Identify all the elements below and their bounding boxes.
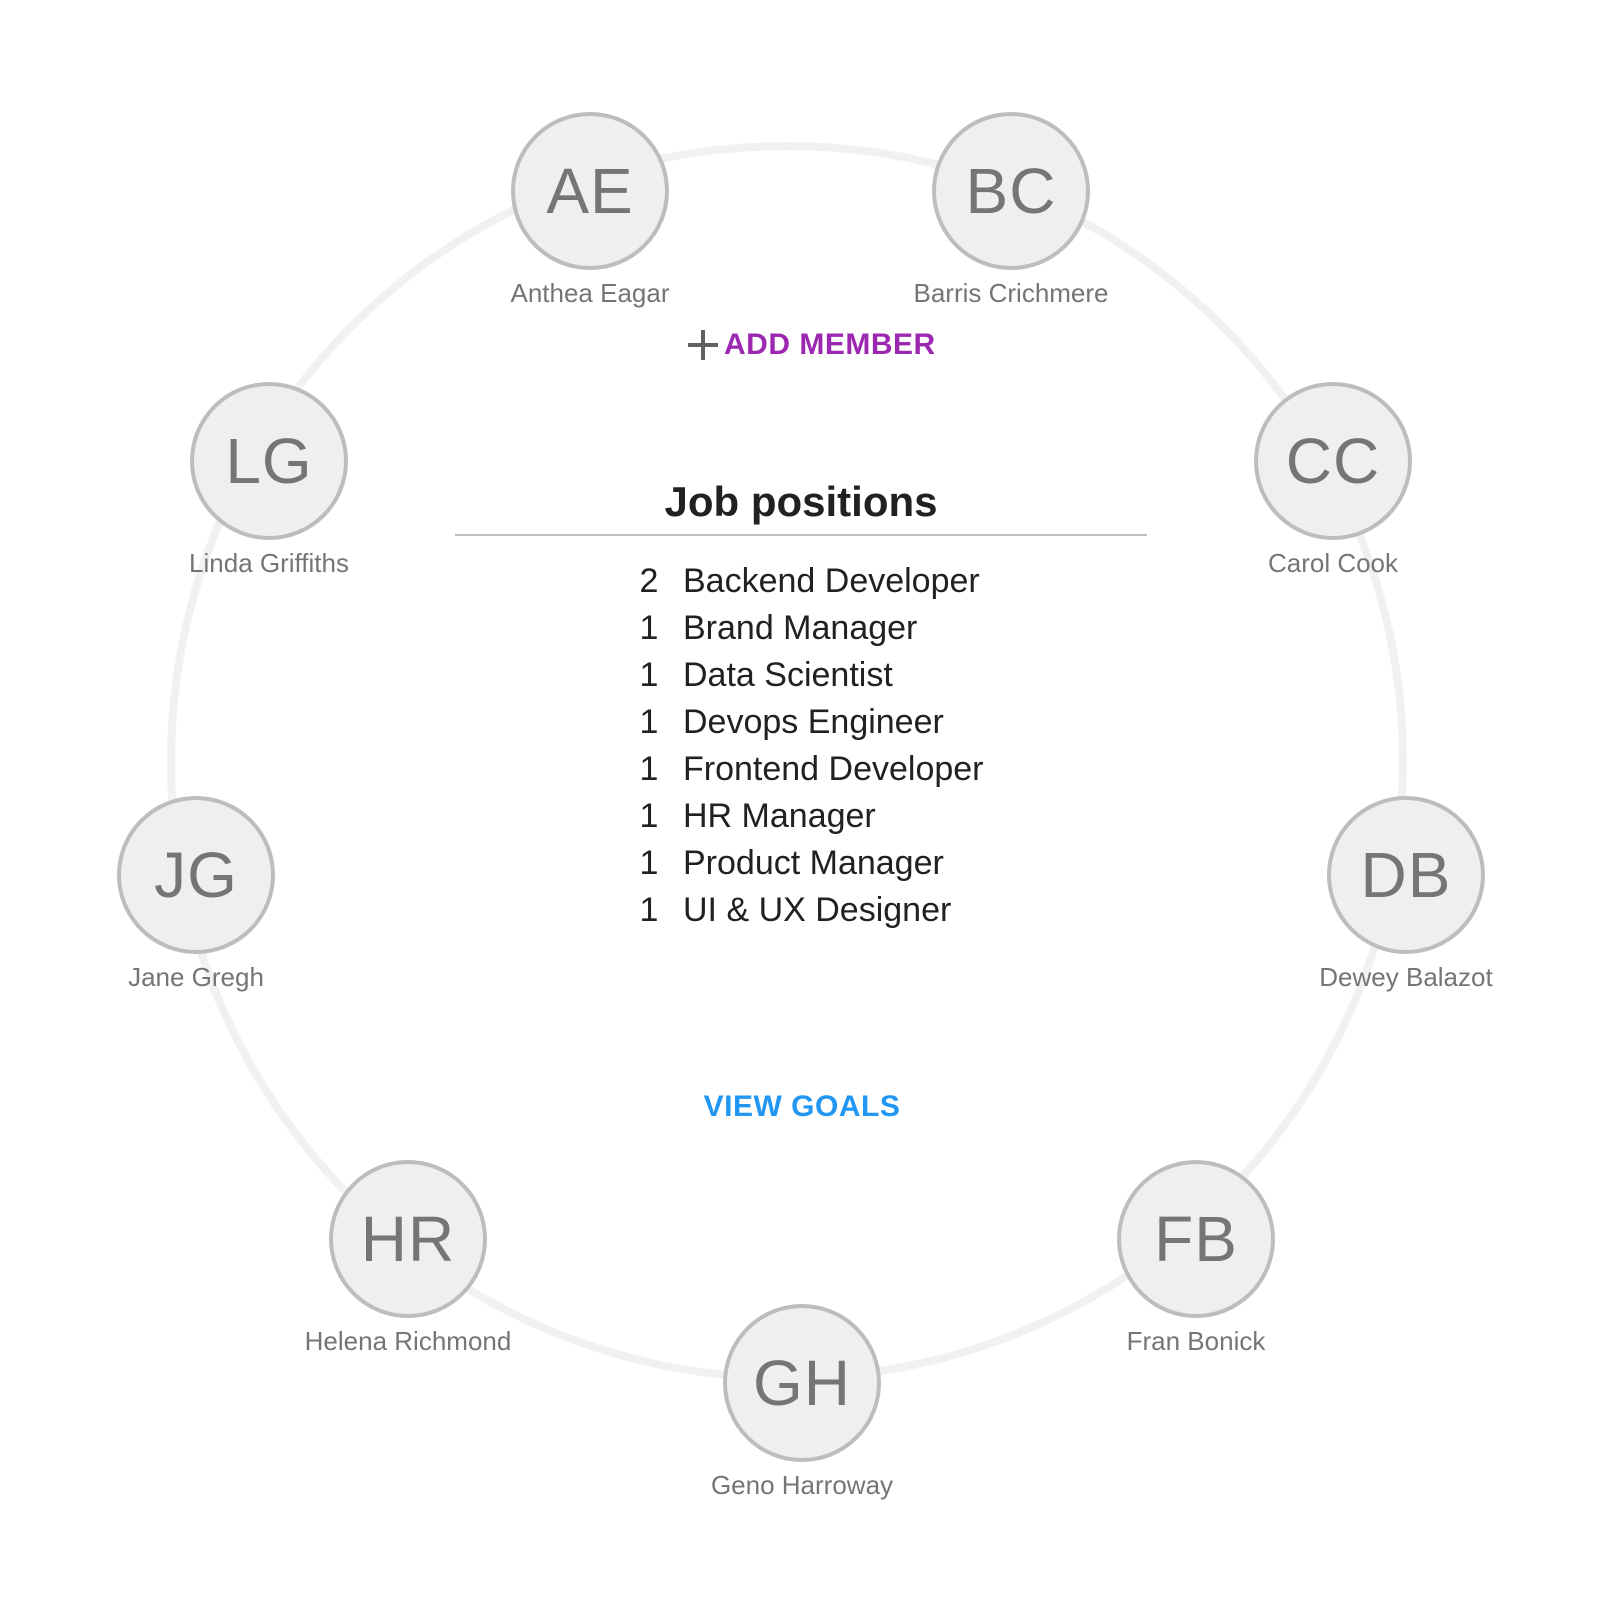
avatar: FB <box>1117 1160 1275 1318</box>
job-count: 1 <box>639 703 659 741</box>
list-item: 1 Frontend Developer <box>615 746 1075 793</box>
avatar: AE <box>511 112 669 270</box>
avatar: DB <box>1327 796 1485 954</box>
list-item: 1 UI & UX Designer <box>615 887 1075 934</box>
member-name: Jane Gregh <box>128 962 264 992</box>
member-name: Dewey Balazot <box>1319 962 1493 992</box>
job-count: 1 <box>639 656 659 694</box>
member-name: Carol Cook <box>1267 548 1399 578</box>
job-title: Devops Engineer <box>683 703 944 741</box>
member-linda-griffiths[interactable]: LG Linda Griffiths <box>139 382 399 602</box>
list-item: 1 Product Manager <box>615 840 1075 887</box>
list-item: 1 Devops Engineer <box>615 699 1075 746</box>
job-title: Brand Manager <box>683 609 918 647</box>
member-jane-gregh[interactable]: JG Jane Gregh <box>66 796 326 1016</box>
avatar: LG <box>190 382 348 540</box>
job-title: Product Manager <box>683 844 944 882</box>
view-goals-button[interactable]: VIEW GOALS <box>703 1090 901 1123</box>
job-count: 1 <box>639 844 659 882</box>
member-barris-crichmere[interactable]: BC Barris Crichmere <box>881 112 1141 332</box>
divider <box>455 534 1147 536</box>
job-title: Frontend Developer <box>683 750 984 788</box>
plus-icon <box>688 330 718 360</box>
job-title: HR Manager <box>683 797 876 835</box>
avatar: HR <box>329 1160 487 1318</box>
list-item: 1 Brand Manager <box>615 605 1075 652</box>
job-title: Backend Developer <box>683 562 980 600</box>
member-name: Anthea Eagar <box>510 278 670 308</box>
job-title: Data Scientist <box>683 656 893 694</box>
list-item: 1 Data Scientist <box>615 652 1075 699</box>
add-member-label: ADD MEMBER <box>724 328 936 361</box>
member-geno-harroway[interactable]: GH Geno Harroway <box>672 1304 932 1524</box>
add-member-button[interactable]: ADD MEMBER <box>688 328 936 362</box>
job-positions-title: Job positions <box>664 478 938 525</box>
list-item: 1 HR Manager <box>615 793 1075 840</box>
list-item: 2 Backend Developer <box>615 558 1075 605</box>
avatar: BC <box>932 112 1090 270</box>
job-title: UI & UX Designer <box>683 891 952 929</box>
member-fran-bonick[interactable]: FB Fran Bonick <box>1066 1160 1326 1380</box>
member-name: Linda Griffiths <box>189 548 349 578</box>
job-count: 1 <box>639 609 659 647</box>
member-name: Helena Richmond <box>304 1326 512 1356</box>
job-count: 2 <box>639 562 659 600</box>
avatar: JG <box>117 796 275 954</box>
job-count: 1 <box>639 750 659 788</box>
member-name: Fran Bonick <box>1126 1326 1266 1356</box>
member-anthea-eagar[interactable]: AE Anthea Eagar <box>460 112 720 332</box>
avatar: GH <box>723 1304 881 1462</box>
job-count: 1 <box>639 891 659 929</box>
job-count: 1 <box>639 797 659 835</box>
job-positions-list: 2 Backend Developer 1 Brand Manager 1 Da… <box>615 558 1075 934</box>
member-helena-richmond[interactable]: HR Helena Richmond <box>278 1160 538 1380</box>
member-name: Geno Harroway <box>710 1470 894 1500</box>
member-name: Barris Crichmere <box>913 278 1109 308</box>
avatar: CC <box>1254 382 1412 540</box>
member-carol-cook[interactable]: CC Carol Cook <box>1203 382 1463 602</box>
member-dewey-balazot[interactable]: DB Dewey Balazot <box>1276 796 1536 1016</box>
